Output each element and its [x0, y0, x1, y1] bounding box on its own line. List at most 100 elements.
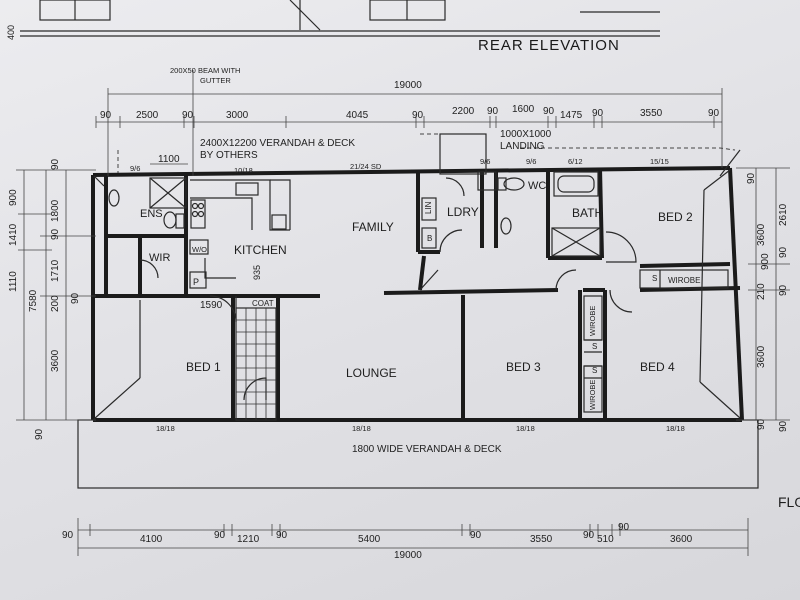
kitchen-benches — [189, 179, 291, 289]
pantry-label: P — [193, 277, 200, 287]
top-dim-13: 3550 — [640, 108, 663, 119]
robe-fittings — [583, 269, 729, 413]
room-label-wc: WC — [528, 180, 547, 192]
top-dim-8: 90 — [487, 106, 499, 117]
rear-verandah-outline — [117, 133, 736, 176]
roof-hip-lines — [93, 149, 741, 420]
wet-area-fixtures — [421, 133, 601, 257]
window-code-bed3: 18/18 — [516, 424, 535, 433]
room-label-ldry: LDRY — [447, 205, 479, 219]
broom-label: B — [427, 234, 433, 243]
rear-elevation-title: REAR ELEVATION — [478, 37, 620, 54]
window-code-ens: 9/6 — [130, 164, 141, 173]
ensuite-fixtures — [108, 177, 187, 229]
top-dimension-lines — [95, 70, 723, 176]
left-dim-90-b: 90 — [50, 158, 61, 170]
bottom-dim-10: 510 — [597, 534, 614, 545]
bottom-dimension-lines — [77, 518, 749, 556]
window-code-ldry: 9/6 — [480, 157, 491, 166]
right-dim-900: 900 — [760, 253, 771, 270]
top-dim-1: 90 — [100, 110, 112, 121]
room-label-bath: BATH — [572, 206, 604, 220]
top-dim-6: 90 — [412, 110, 424, 121]
front-deck-note: 1800 WIDE VERANDAH & DECK — [352, 444, 502, 455]
window-code-bed1: 18/18 — [156, 424, 175, 433]
linen-label: LIN — [424, 201, 433, 214]
top-dim-10: 90 — [543, 106, 555, 117]
wirobe-label-bed3: WIROBE — [588, 305, 597, 336]
top-total-dimension: 19000 — [394, 80, 422, 91]
shelf-label-bed3: S — [592, 342, 598, 351]
right-dim-210: 210 — [756, 283, 767, 300]
left-dimension-lines — [16, 169, 96, 421]
wirobe-label-bed4: WIROBE — [588, 379, 597, 410]
beam-note-line-2: GUTTER — [200, 76, 231, 85]
wall-oven-label: W/O — [192, 245, 207, 254]
left-dim-200: 200 — [50, 295, 61, 312]
rear-deck-note-line-2: BY OTHERS — [200, 150, 258, 161]
room-label-wir: WIR — [149, 252, 171, 264]
beam-note: 200X50 BEAM WITH — [170, 66, 241, 75]
top-dim-12: 90 — [592, 108, 604, 119]
top-dim-3: 90 — [182, 110, 194, 121]
elevation-height-dimension: 400 — [6, 24, 16, 40]
top-dim-5: 4045 — [346, 110, 369, 121]
stair-dimension-935: 935 — [252, 264, 262, 280]
top-dim-14: 90 — [708, 108, 720, 119]
right-dim-2610: 2610 — [778, 203, 789, 226]
room-label-coat: COAT — [252, 299, 274, 308]
internal-walls — [93, 167, 741, 420]
bottom-dim-2: 4100 — [140, 534, 163, 545]
room-label-lounge: LOUNGE — [346, 366, 397, 380]
right-dim-90-c: 90 — [756, 418, 767, 430]
left-dim-90-c: 90 — [34, 428, 45, 440]
landing-note: 1000X1000 — [500, 129, 552, 140]
bottom-dim-3: 90 — [214, 530, 226, 541]
room-label-bed3: BED 3 — [506, 360, 541, 374]
right-dim-90-e: 90 — [778, 284, 789, 296]
room-label-bed2: BED 2 — [658, 210, 693, 224]
left-dim-90-d: 90 — [70, 292, 81, 304]
rear-deck-note: 2400X12200 VERANDAH & DECK — [200, 138, 356, 149]
coat-stair-grid — [235, 307, 277, 421]
bottom-dim-5: 90 — [276, 530, 288, 541]
room-label-family: FAMILY — [352, 220, 394, 234]
kitchen-width-dimension: 1100 — [158, 154, 180, 165]
room-label-bed4: BED 4 — [640, 360, 675, 374]
window-code-kitchen: 10/18 — [234, 166, 253, 175]
left-dim-1800: 1800 — [50, 199, 61, 222]
bottom-dim-11: 90 — [618, 522, 630, 533]
right-dim-3600-b: 3600 — [756, 345, 767, 368]
wirobe-label-bed2: WIROBE — [668, 276, 701, 285]
top-dim-7: 2200 — [452, 106, 475, 117]
bottom-dim-7: 90 — [470, 530, 482, 541]
window-code-family: 21/24 SD — [350, 162, 382, 171]
window-code-wc: 9/6 — [526, 157, 537, 166]
left-dim-90-a: 90 — [50, 228, 61, 240]
bed1-dimension-1590: 1590 — [200, 300, 223, 311]
right-dim-90-a: 90 — [746, 172, 757, 184]
top-dim-2: 2500 — [136, 110, 159, 121]
room-label-ens: ENS — [140, 208, 163, 220]
bottom-dim-1: 90 — [62, 530, 74, 541]
left-dim-900: 900 — [8, 189, 19, 206]
floor-plan-title-partial: FLO — [778, 494, 800, 510]
top-dim-9: 1600 — [512, 104, 535, 115]
landing-note-line-2: LANDING — [500, 141, 545, 152]
room-label-kitchen: KITCHEN — [234, 243, 287, 257]
room-label-bed1: BED 1 — [186, 360, 221, 374]
rear-elevation-fragment — [20, 0, 660, 37]
left-dim-1410: 1410 — [8, 223, 19, 246]
window-code-bed4: 18/18 — [666, 424, 685, 433]
right-dimension-lines — [736, 167, 790, 421]
top-dim-4: 3000 — [226, 110, 249, 121]
window-code-bath: 6/12 — [568, 157, 583, 166]
bottom-dim-12: 3600 — [670, 534, 693, 545]
right-dim-90-b: 90 — [778, 246, 789, 258]
bottom-total-dimension: 19000 — [394, 550, 422, 561]
shelf-label-bed4: S — [592, 366, 598, 375]
top-dim-11: 1475 — [560, 110, 583, 121]
bottom-dim-6: 5400 — [358, 534, 381, 545]
left-dim-1710: 1710 — [50, 259, 61, 282]
